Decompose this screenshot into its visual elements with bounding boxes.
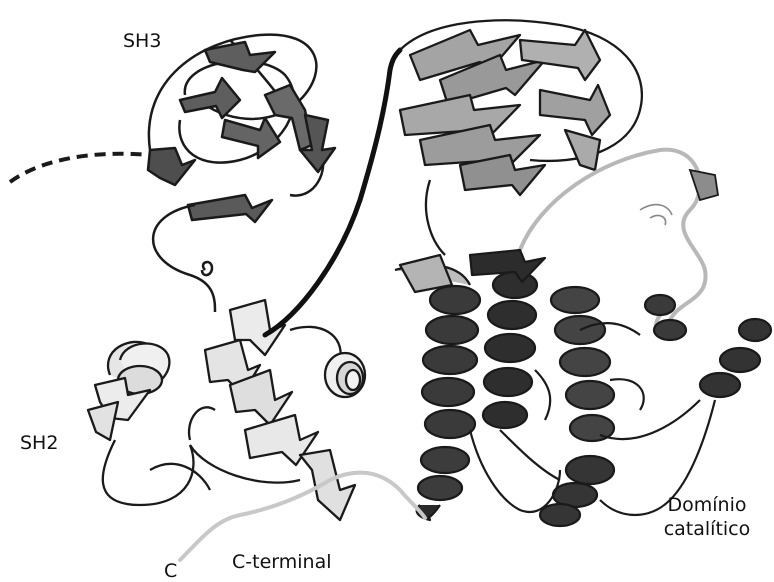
c-terminal-label: C-terminal — [232, 551, 332, 573]
c-lobe-helix-f — [700, 319, 771, 397]
c-lobe-helix-d — [540, 456, 614, 526]
sh2-label: SH2 — [20, 432, 58, 454]
catalytic-domain-label-line2: catalítico — [652, 518, 762, 540]
c-lobe-helix-g — [645, 295, 686, 340]
c-lobe-helix-e — [418, 447, 469, 500]
activation-loop-strand — [690, 170, 718, 200]
activation-loop-sidechain — [640, 205, 672, 225]
c-terminal-tail — [180, 473, 425, 560]
n-terminal-dashed-tail — [10, 154, 150, 182]
sh2-helix-right — [325, 353, 365, 397]
c-end-label: C — [164, 560, 177, 582]
activation-loop — [520, 150, 706, 332]
sh3-sh2-linker — [153, 205, 215, 312]
sh3-domain — [148, 35, 335, 222]
c-lobe-helix-b — [483, 272, 537, 428]
catalytic-domain-label-line1: Domínio — [652, 494, 762, 516]
c-lobe-helix-a — [422, 286, 480, 438]
sh2-domain — [88, 300, 365, 520]
c-lobe-helix-c — [551, 287, 614, 441]
sh3-label: SH3 — [123, 30, 161, 52]
catalytic-c-lobe — [417, 250, 771, 526]
